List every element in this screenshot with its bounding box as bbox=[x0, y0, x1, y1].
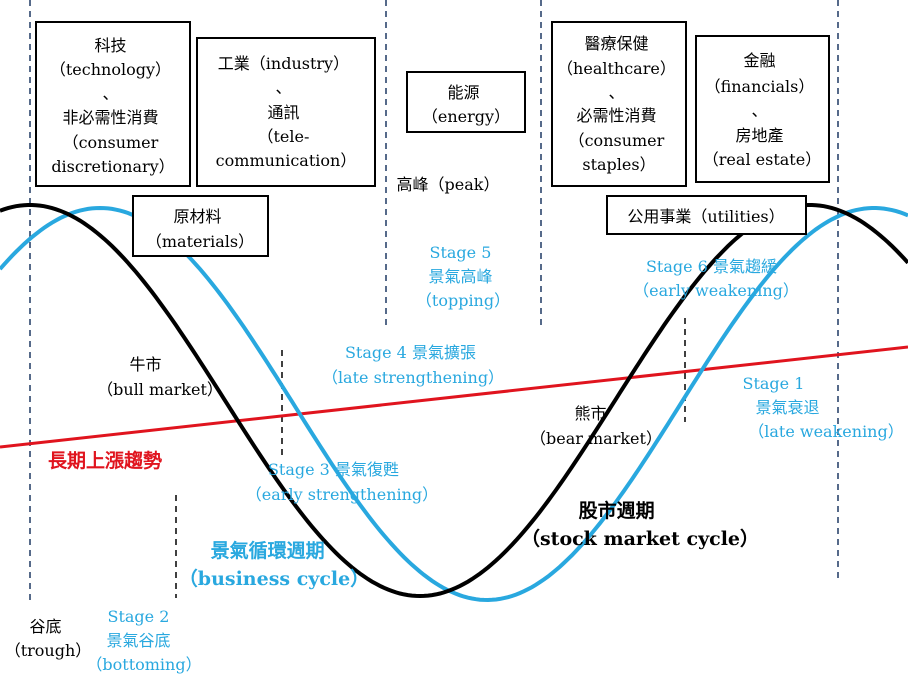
sector-box-industry-text: 工業（industry） 、 通訊 （tele- communication） bbox=[216, 54, 357, 170]
stage-3-label: Stage 3 景氣復甦 （early strengthening） bbox=[246, 460, 438, 504]
sector-box-energy-text: 能源 （energy） bbox=[422, 83, 510, 126]
sector-box-materials: 原材料 （materials） bbox=[132, 195, 269, 257]
sector-box-materials-text: 原材料 （materials） bbox=[146, 207, 254, 251]
sector-box-industry: 工業（industry） 、 通訊 （tele- communication） bbox=[196, 37, 376, 187]
sector-box-healthcare: 醫療保健 （healthcare） 、 必需性消費 （consumer stap… bbox=[551, 21, 687, 187]
sector-box-energy: 能源 （energy） bbox=[406, 71, 526, 133]
trough-label: 谷底 （trough） bbox=[5, 617, 92, 660]
trend-line bbox=[0, 345, 908, 449]
sector-box-technology-text: 科技 （technology） 、 非必需性消費 （consumer discr… bbox=[50, 36, 176, 176]
peak-label: 高峰（peak） bbox=[397, 175, 500, 194]
sector-box-utilities: 公用事業（utilities） bbox=[606, 195, 807, 235]
sector-box-healthcare-text: 醫療保健 （healthcare） 、 必需性消費 （consumer stap… bbox=[557, 34, 681, 174]
sector-box-technology: 科技 （technology） 、 非必需性消費 （consumer discr… bbox=[35, 21, 191, 187]
stage-1-label: Stage 1 景氣衰退 （late weakening） bbox=[743, 374, 904, 441]
stage-4-label: Stage 4 景氣擴張 （late strengthening） bbox=[322, 343, 504, 387]
stage-6-label: Stage 6 景氣趨緩 （early weakening） bbox=[633, 257, 799, 300]
stage-2-label: Stage 2 景氣谷底 （bottoming） bbox=[86, 607, 201, 674]
sector-box-financials-text: 金融 （financials） 、 房地產 （real estate） bbox=[703, 51, 821, 169]
sector-box-financials: 金融 （financials） 、 房地產 （real estate） bbox=[695, 35, 830, 183]
business-cycle-title: 景氣循環週期 （business cycle） bbox=[179, 539, 369, 590]
bull-market-label: 牛市 （bull market） bbox=[97, 355, 223, 399]
stock-cycle-title: 股市週期 （stock market cycle） bbox=[521, 499, 759, 550]
stage-5-label: Stage 5 景氣高峰 （topping） bbox=[416, 243, 510, 310]
bear-market-label: 熊市 （bear market） bbox=[530, 404, 662, 448]
sector-box-utilities-text: 公用事業（utilities） bbox=[627, 207, 784, 226]
trend-label: 長期上漲趨勢 bbox=[48, 449, 162, 472]
